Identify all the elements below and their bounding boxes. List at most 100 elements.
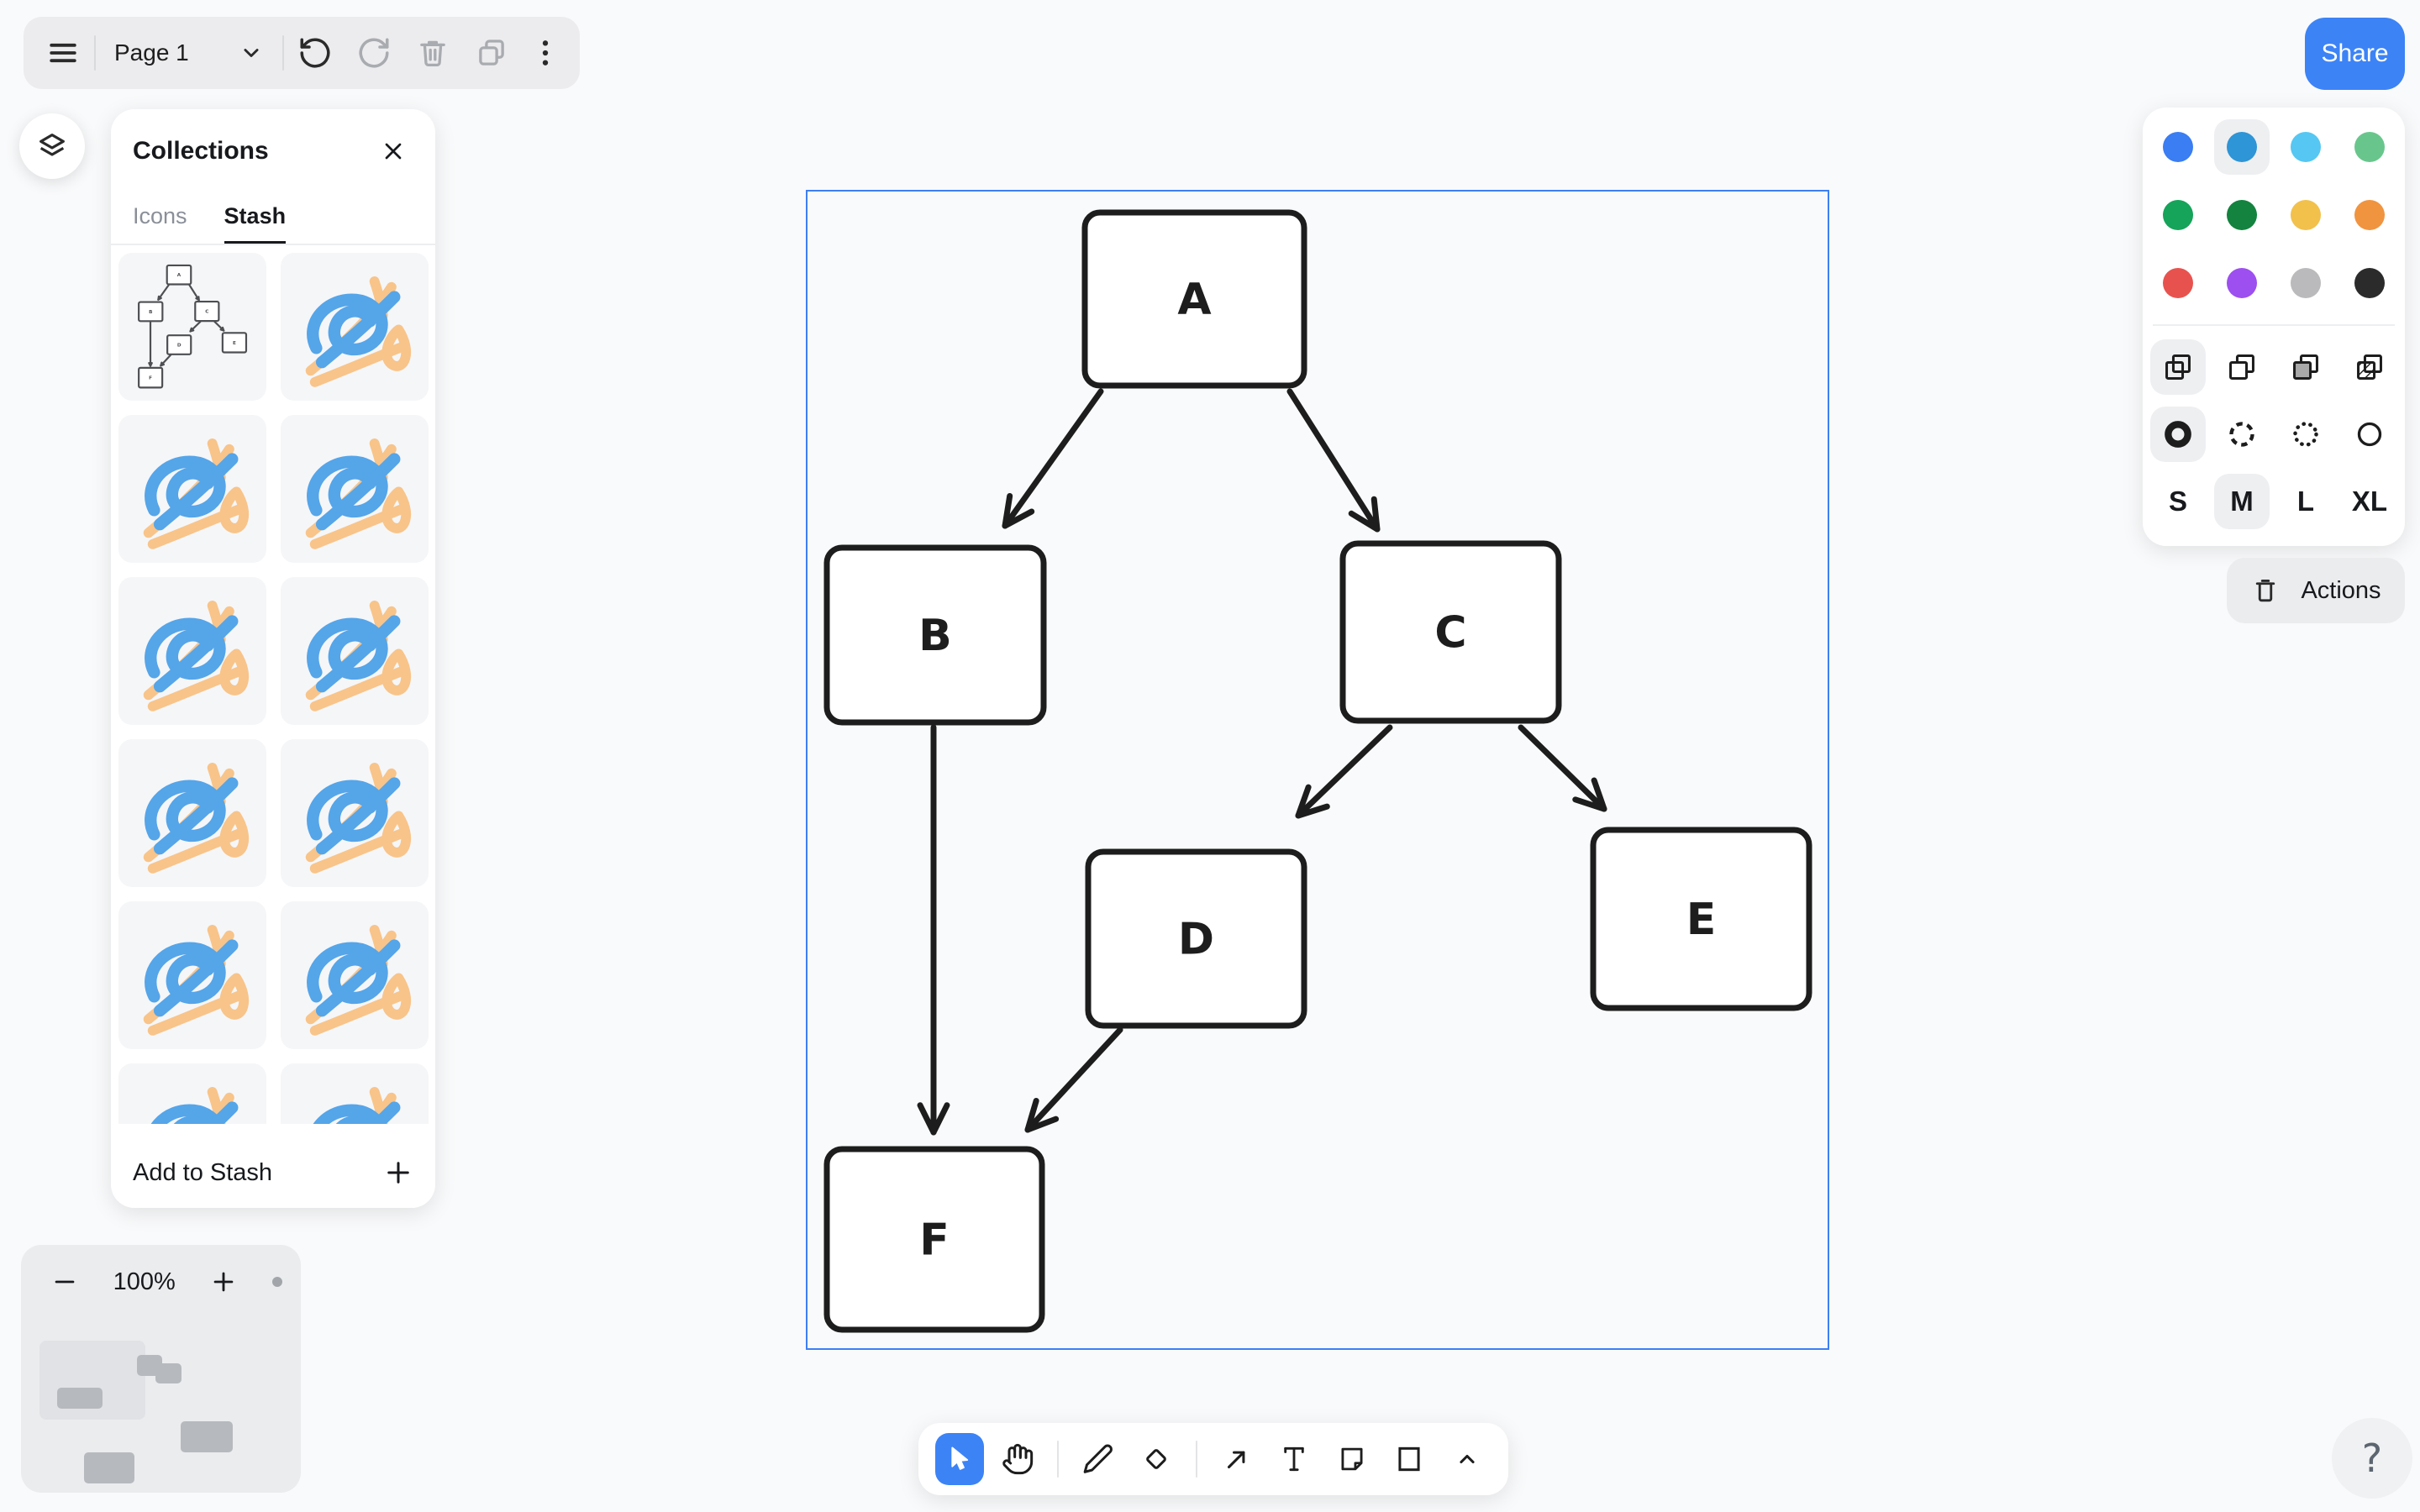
minimap-toggle-dot[interactable] <box>272 1277 282 1287</box>
color-swatch-8[interactable] <box>2150 255 2206 311</box>
color-swatch-3[interactable] <box>2342 119 2397 175</box>
zoom-in-button[interactable] <box>205 1263 242 1300</box>
minimap-shape <box>84 1452 134 1483</box>
color-swatch-6[interactable] <box>2278 187 2333 243</box>
stash-item-scribble[interactable] <box>281 901 429 1049</box>
dash-style-dotted[interactable] <box>2278 407 2333 462</box>
svg-text:B: B <box>149 310 152 315</box>
undo-button[interactable] <box>287 26 343 80</box>
tool-note[interactable] <box>1328 1433 1376 1485</box>
tab-icons[interactable]: Icons <box>133 203 187 228</box>
color-swatch-0[interactable] <box>2150 119 2206 175</box>
help-label: ? <box>2361 1436 2383 1481</box>
scribble-thumbnail <box>291 749 418 877</box>
scribble-thumbnail <box>291 263 418 391</box>
color-swatch-9[interactable] <box>2214 255 2270 311</box>
swatch-dot <box>2354 200 2385 230</box>
scribble-thumbnail <box>129 425 256 553</box>
page-name: Page 1 <box>114 39 189 66</box>
tool-more[interactable] <box>1443 1433 1491 1485</box>
swatch-dot <box>2354 132 2385 162</box>
color-swatch-5[interactable] <box>2214 187 2270 243</box>
dash-style-row <box>2143 407 2405 462</box>
tab-stash[interactable]: Stash <box>224 203 287 244</box>
swatch-dot <box>2163 200 2193 230</box>
zoom-level[interactable]: 100% <box>113 1268 176 1295</box>
stash-item-scribble[interactable] <box>281 1063 429 1124</box>
stash-item-scribble[interactable] <box>118 739 266 887</box>
tool-arrow[interactable] <box>1213 1433 1261 1485</box>
stash-item-scribble[interactable] <box>118 577 266 725</box>
svg-text:C: C <box>1434 608 1466 659</box>
tool-eraser[interactable] <box>1131 1433 1180 1485</box>
color-swatch-10[interactable] <box>2278 255 2333 311</box>
svg-text:E: E <box>1686 895 1717 945</box>
close-icon[interactable] <box>375 133 412 170</box>
color-swatch-1[interactable] <box>2214 119 2270 175</box>
size-option-s[interactable]: S <box>2150 474 2206 529</box>
delete-button[interactable] <box>405 26 460 80</box>
stash-item-scribble[interactable] <box>281 739 429 887</box>
collections-tabs: Icons Stash <box>111 170 435 244</box>
chevron-down-icon <box>237 39 266 67</box>
add-to-stash-label: Add to Stash <box>133 1158 273 1186</box>
tool-draw[interactable] <box>1074 1433 1123 1485</box>
fill-style-semi[interactable] <box>2214 339 2270 395</box>
dash-style-draw[interactable] <box>2150 407 2206 462</box>
color-swatch-4[interactable] <box>2150 187 2206 243</box>
svg-text:F: F <box>149 376 152 381</box>
size-label: M <box>2230 486 2254 517</box>
tool-hand[interactable] <box>992 1433 1041 1485</box>
size-option-l[interactable]: L <box>2278 474 2333 529</box>
color-swatch-11[interactable] <box>2342 255 2397 311</box>
redo-button[interactable] <box>346 26 402 80</box>
add-to-stash-row[interactable]: Add to Stash <box>111 1137 435 1208</box>
main-menu-button[interactable] <box>35 26 91 80</box>
plus-icon[interactable] <box>383 1158 413 1188</box>
size-option-m[interactable]: M <box>2214 474 2270 529</box>
tool-select[interactable] <box>935 1433 985 1485</box>
stash-item-scribble[interactable] <box>118 901 266 1049</box>
dash-style-dashed[interactable] <box>2214 407 2270 462</box>
scribble-thumbnail <box>291 1074 418 1124</box>
stash-item-scribble[interactable] <box>118 415 266 563</box>
size-label: L <box>2296 486 2315 517</box>
swatch-dot <box>2163 268 2193 298</box>
stash-item-scribble[interactable] <box>118 1063 266 1124</box>
help-button[interactable]: ? <box>2332 1418 2412 1499</box>
swatch-dot <box>2291 200 2321 230</box>
scribble-thumbnail <box>129 911 256 1039</box>
stash-item-scribble[interactable] <box>281 415 429 563</box>
size-label: S <box>2168 486 2187 517</box>
zoom-out-button[interactable] <box>46 1263 83 1300</box>
size-option-xl[interactable]: XL <box>2342 474 2397 529</box>
share-button[interactable]: Share <box>2305 18 2405 90</box>
toolbar-divider <box>94 35 96 71</box>
fill-style-solid[interactable] <box>2278 339 2333 395</box>
tool-rectangle[interactable] <box>1385 1433 1434 1485</box>
style-divider <box>2153 324 2395 326</box>
swatch-dot <box>2227 132 2257 162</box>
page-menu-button[interactable]: Page 1 <box>99 26 279 80</box>
collections-toggle-button[interactable] <box>19 113 85 179</box>
svg-text:D: D <box>1178 915 1214 965</box>
fill-style-pattern[interactable] <box>2342 339 2397 395</box>
stash-item-scribble[interactable] <box>281 577 429 725</box>
dash-style-solid[interactable] <box>2342 407 2397 462</box>
stash-item-scribble[interactable] <box>281 253 429 401</box>
toolbar-divider <box>282 35 284 71</box>
color-swatch-7[interactable] <box>2342 187 2397 243</box>
more-options-button[interactable] <box>523 26 568 80</box>
swatch-dot <box>2354 268 2385 298</box>
color-swatches <box>2143 119 2405 311</box>
duplicate-button[interactable] <box>464 26 519 80</box>
scribble-thumbnail <box>291 911 418 1039</box>
fill-style-none[interactable] <box>2150 339 2206 395</box>
color-swatch-2[interactable] <box>2278 119 2333 175</box>
tool-text[interactable] <box>1270 1433 1318 1485</box>
actions-button[interactable]: Actions <box>2227 558 2405 623</box>
